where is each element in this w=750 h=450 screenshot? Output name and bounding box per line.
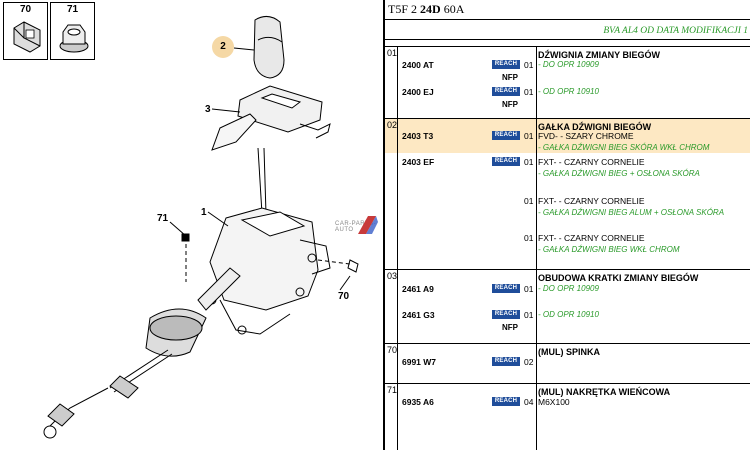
part-row[interactable]: 6991 W7 REACH 02	[385, 357, 750, 369]
group-number: 01	[387, 48, 398, 58]
nfp-flag: NFP	[502, 323, 518, 332]
part-row[interactable]: 2400 EJ REACH 01 - OD OPR 10910 NFP	[385, 87, 750, 109]
part-qty: 01	[524, 87, 534, 97]
part-desc: FVD- - SZARY CHROME	[538, 131, 634, 141]
group-title: GAŁKA DŹWIGNI BIEGÓW	[538, 122, 652, 132]
part-group-70[interactable]: 70 (MUL) SPINKA 6991 W7 REACH 02	[385, 343, 750, 383]
reach-badge: REACH	[492, 397, 520, 406]
part-row[interactable]: 2400 AT REACH 01 - DO OPR 10909 NFP	[385, 60, 750, 82]
part-group-01[interactable]: 01 DŹWIGNIA ZMIANY BIEGÓW 2400 AT REACH …	[385, 46, 750, 118]
part-row[interactable]: 6935 A6 REACH 04 M6X100	[385, 397, 750, 409]
callout-label: 2	[220, 41, 226, 52]
gear-knob-shape	[253, 16, 285, 79]
reach-badge: REACH	[492, 131, 520, 140]
selected-row-highlight	[385, 119, 750, 153]
gear-selector-drawing	[43, 16, 359, 439]
callout-70[interactable]: 70	[338, 291, 350, 302]
watermark-logo-icon	[358, 216, 378, 234]
part-qty: 04	[524, 397, 534, 407]
part-note: - GAŁKA DŹWIGNI BIEG + OSŁONA SKÓRA	[538, 169, 700, 178]
part-ref[interactable]: 6991 W7	[402, 357, 437, 367]
part-group-03[interactable]: 03 OBUDOWA KRATKI ZMIANY BIEGÓW 2461 A9 …	[385, 269, 750, 343]
part-note: - OD OPR 10910	[538, 310, 599, 319]
part-group-71[interactable]: 71 (MUL) NAKRĘTKA WIEŃCOWA 6935 A6 REACH…	[385, 383, 750, 450]
parts-list-panel: T5F 2 24D 60A BVA AL4 OD DATA MODIFIKACJ…	[385, 0, 750, 450]
header-suffix: 60A	[440, 2, 465, 16]
part-ref[interactable]: 2403 EF	[402, 157, 435, 167]
callout-badge-2[interactable]: 2	[212, 36, 234, 58]
variant-note: - GAŁKA DŹWIGNI BIEG WKŁ CHROM	[538, 245, 680, 254]
reach-badge: REACH	[492, 357, 520, 366]
group-title: (MUL) SPINKA	[538, 347, 600, 357]
part-qty: 01	[524, 310, 534, 320]
thumb-part-70[interactable]: 70	[3, 2, 48, 60]
part-note: - GAŁKA DŹWIGNI BIEG SKÓRA WKŁ CHROM	[538, 143, 710, 152]
part-ref[interactable]: 2461 A9	[402, 284, 434, 294]
reach-badge: REACH	[492, 157, 520, 166]
group-title: (MUL) NAKRĘTKA WIEŃCOWA	[538, 387, 671, 397]
part-row[interactable]: 2403 EF REACH 01 FXT- - CZARNY CORNELIE …	[385, 157, 750, 178]
hex-nut-icon	[59, 24, 89, 53]
callout-71[interactable]: 71	[157, 213, 169, 224]
thumb-part-71[interactable]: 71	[50, 2, 95, 60]
part-group-02[interactable]: 02 GAŁKA DŹWIGNI BIEGÓW 2403 T3 REACH 01…	[385, 118, 750, 269]
group-number: 02	[387, 120, 398, 130]
part-qty: 01	[524, 157, 534, 167]
group-title: OBUDOWA KRATKI ZMIANY BIEGÓW	[538, 273, 699, 283]
callout-3[interactable]: 3	[205, 104, 211, 115]
variant-desc: FXT- - CZARNY CORNELIE	[538, 196, 645, 206]
reach-badge: REACH	[492, 60, 520, 69]
group-number: 03	[387, 271, 398, 281]
part-row-selected[interactable]: 2403 T3 REACH 01 FVD- - SZARY CHROME - G…	[385, 131, 750, 152]
part-note: - OD OPR 10910	[538, 87, 599, 96]
part-desc: FXT- - CZARNY CORNELIE	[538, 157, 645, 167]
variant-note: - GAŁKA DŹWIGNI BIEG ALUM + OSŁONA SKÓRA	[538, 208, 725, 217]
part-ref[interactable]: 6935 A6	[402, 397, 434, 407]
group-number: 71	[387, 385, 398, 395]
callout-1[interactable]: 1	[201, 207, 207, 218]
model-header: T5F 2 24D 60A	[385, 0, 750, 20]
nfp-flag: NFP	[502, 100, 518, 109]
part-qty: 01	[524, 60, 534, 70]
reach-badge: REACH	[492, 310, 520, 319]
thumb-label: 70	[19, 4, 32, 15]
part-desc: M6X100	[538, 397, 570, 407]
part-ref[interactable]: 2403 T3	[402, 131, 434, 141]
reach-badge: REACH	[492, 284, 520, 293]
group-title: DŹWIGNIA ZMIANY BIEGÓW	[538, 50, 660, 60]
parts-diagram: 70 71	[3, 2, 378, 439]
variant-desc: FXT- - CZARNY CORNELIE	[538, 233, 645, 243]
gate-cover-shape	[237, 85, 323, 133]
part-ref[interactable]: 2400 AT	[402, 60, 434, 70]
part-row[interactable]: 2461 G3 REACH 01 - OD OPR 10910 NFP	[385, 310, 750, 332]
gearbox-subheader: BVA AL4 OD DATA MODIFIKACJI 1	[385, 20, 750, 40]
part-note: - DO OPR 10909	[538, 284, 599, 293]
part-ref[interactable]: 2461 G3	[402, 310, 435, 320]
watermark-text: CAR-PARTS-AUTO	[335, 221, 377, 233]
part-qty: 01	[524, 131, 534, 141]
header-prefix: T5F 2	[388, 2, 421, 16]
header-code: 24D	[420, 2, 441, 16]
nfp-flag: NFP	[502, 73, 518, 82]
group-number: 70	[387, 345, 398, 355]
thumb-label: 71	[66, 4, 79, 15]
part-row[interactable]: 2461 A9 REACH 01 - DO OPR 10909	[385, 284, 750, 296]
clip-icon	[13, 21, 41, 53]
variant-qty: 01	[524, 233, 534, 243]
reach-badge: REACH	[492, 87, 520, 96]
part-note: - DO OPR 10909	[538, 60, 599, 69]
part-qty: 02	[524, 357, 534, 367]
panel-separator	[383, 0, 385, 450]
part-qty: 01	[524, 284, 534, 294]
part-ref[interactable]: 2400 EJ	[402, 87, 434, 97]
variant-qty: 01	[524, 196, 534, 206]
